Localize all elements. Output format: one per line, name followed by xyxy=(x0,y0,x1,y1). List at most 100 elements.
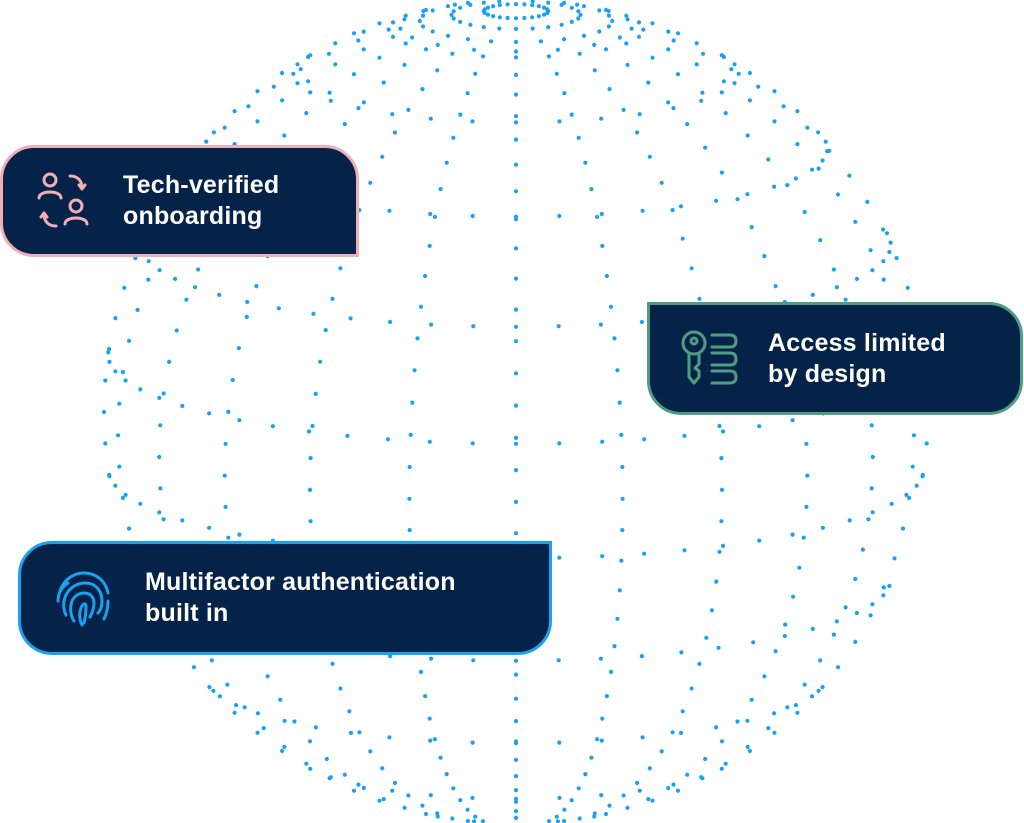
globe-dot xyxy=(107,347,112,352)
globe-dot xyxy=(333,62,338,67)
globe-dot xyxy=(556,658,561,663)
globe-dot xyxy=(388,319,393,325)
globe-dot xyxy=(361,29,366,34)
globe-dot xyxy=(557,740,562,745)
onboarding-line1: Tech-verified xyxy=(123,171,280,199)
globe-dot xyxy=(860,547,866,552)
globe-dot xyxy=(569,5,574,10)
globe-dot xyxy=(406,107,411,112)
globe-dot xyxy=(207,525,212,530)
globe-dot xyxy=(619,558,624,563)
globe-dot xyxy=(445,4,451,9)
globe-dot xyxy=(387,735,392,740)
globe-dot xyxy=(793,176,799,181)
globe-dot xyxy=(646,797,651,802)
mfa-card: Multifactor authentication built in xyxy=(18,541,552,655)
globe-dot xyxy=(377,798,382,803)
globe-dot xyxy=(694,41,699,46)
globe-dot xyxy=(640,735,645,740)
globe-dot xyxy=(107,474,112,479)
globe-dot xyxy=(237,532,242,537)
globe-dot xyxy=(444,160,449,165)
globe-dot xyxy=(115,433,121,438)
globe-dot xyxy=(887,583,892,589)
globe-dot xyxy=(577,51,582,56)
globe-dot xyxy=(276,306,281,311)
globe-dot xyxy=(161,517,166,522)
globe-dot xyxy=(735,719,740,724)
globe-dot xyxy=(659,180,664,185)
globe-dot xyxy=(589,755,594,760)
globe-dot xyxy=(689,266,694,271)
globe-dot xyxy=(333,41,338,46)
globe-dot xyxy=(270,424,275,429)
globe-dot xyxy=(834,619,840,624)
globe-dot xyxy=(386,27,391,32)
globe-dot xyxy=(402,62,407,67)
globe-dot xyxy=(470,740,475,745)
globe-dot xyxy=(513,120,519,125)
globe-dot xyxy=(751,640,756,645)
globe-dot xyxy=(650,55,655,60)
globe-dot xyxy=(720,543,726,549)
globe-dot xyxy=(635,780,640,786)
globe-dot xyxy=(217,292,222,297)
globe-dot xyxy=(772,711,777,716)
globe-dot xyxy=(557,795,562,801)
globe-dot xyxy=(421,13,426,18)
globe-dot xyxy=(377,21,382,26)
globe-dot xyxy=(546,0,551,5)
globe-dot xyxy=(311,311,316,316)
globe-dot xyxy=(555,819,560,823)
globe-dot xyxy=(557,119,562,124)
globe-dot xyxy=(606,24,612,29)
globe-dot xyxy=(823,139,828,144)
globe-dot xyxy=(513,672,519,677)
globe-dot xyxy=(465,37,470,42)
access-label: Access limited by design xyxy=(768,328,1008,390)
globe-dot xyxy=(385,437,390,442)
globe-dot xyxy=(380,766,385,771)
globe-dot xyxy=(513,815,519,821)
globe-dot xyxy=(330,661,335,667)
globe-dot xyxy=(361,100,366,105)
globe-dot xyxy=(766,726,771,731)
globe-dot xyxy=(629,26,634,31)
globe-dot xyxy=(117,464,122,469)
globe-dot xyxy=(671,782,676,787)
globe-dot xyxy=(465,91,470,96)
globe-dot xyxy=(211,130,216,135)
globe-dot xyxy=(232,109,237,114)
globe-dot xyxy=(157,510,162,515)
globe-dot xyxy=(513,55,519,60)
globe-dot xyxy=(818,658,823,663)
globe-dot xyxy=(719,766,724,771)
globe-dot xyxy=(421,24,426,29)
globe-dot xyxy=(714,725,719,730)
globe-dot xyxy=(420,87,425,92)
globe-dot xyxy=(709,608,715,613)
globe-dot xyxy=(126,338,132,343)
globe-dot xyxy=(246,104,251,109)
globe-dot xyxy=(577,816,582,821)
globe-dot xyxy=(522,2,527,7)
globe-dot xyxy=(607,803,612,808)
globe-dot xyxy=(721,79,727,84)
globe-dot xyxy=(831,632,837,637)
globe-dot xyxy=(816,166,821,171)
globe-dot xyxy=(869,486,874,491)
globe-dot xyxy=(392,130,397,135)
globe-dot xyxy=(599,793,604,798)
globe-dot xyxy=(699,775,704,780)
globe-dot xyxy=(924,441,929,446)
globe-dot xyxy=(298,67,303,72)
globe-dot xyxy=(223,504,228,509)
globe-dot xyxy=(795,142,800,147)
globe-dot xyxy=(513,531,519,536)
globe-dot xyxy=(581,4,587,9)
globe-dot xyxy=(678,730,684,736)
globe-dot xyxy=(497,3,502,8)
globe-dot xyxy=(785,183,790,188)
globe-dot xyxy=(146,259,151,264)
globe-dot xyxy=(236,346,241,351)
